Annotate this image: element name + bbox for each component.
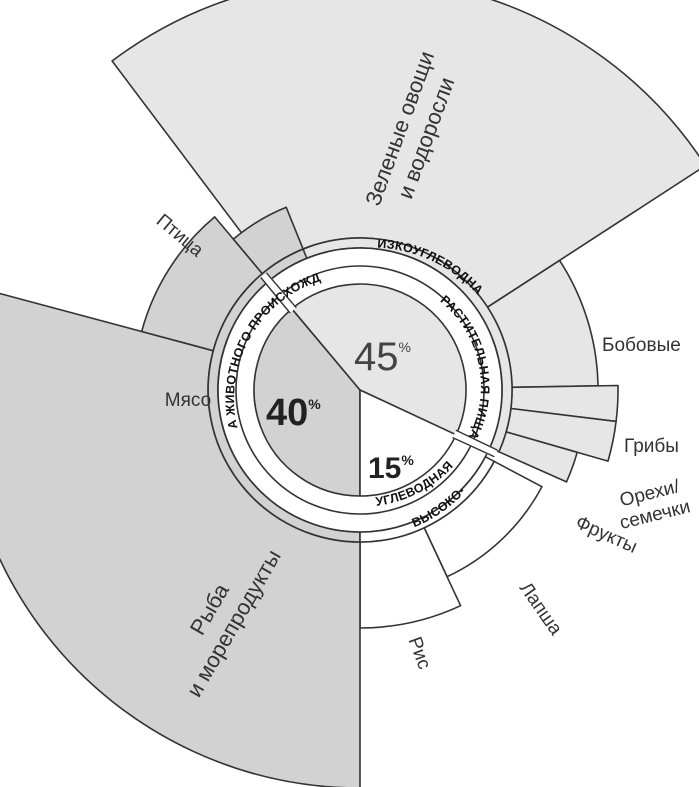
separator-edge	[265, 272, 297, 309]
percent-carb: 15%	[368, 452, 414, 485]
label-myaso: Мясо	[165, 390, 211, 411]
group-separator	[260, 272, 297, 314]
core-plant	[291, 283, 467, 436]
percent-plant: 45%	[354, 335, 411, 379]
separator-edge	[455, 429, 498, 451]
label-ring-inner	[235, 265, 485, 515]
chart-inner-core	[217, 247, 503, 533]
separator-edge	[260, 277, 291, 314]
percent-animal: 40%	[266, 392, 321, 434]
separator-edge	[452, 436, 495, 458]
label-bobovye: Бобовые	[602, 335, 681, 356]
label-lapsha: Лапша	[515, 579, 566, 640]
group-separator	[452, 429, 498, 458]
label-ris: Рис	[404, 634, 435, 672]
label-griby: Грибы	[624, 436, 679, 457]
label-orekhi: Орехи/ семечки	[618, 476, 693, 534]
core-animal	[253, 308, 361, 497]
